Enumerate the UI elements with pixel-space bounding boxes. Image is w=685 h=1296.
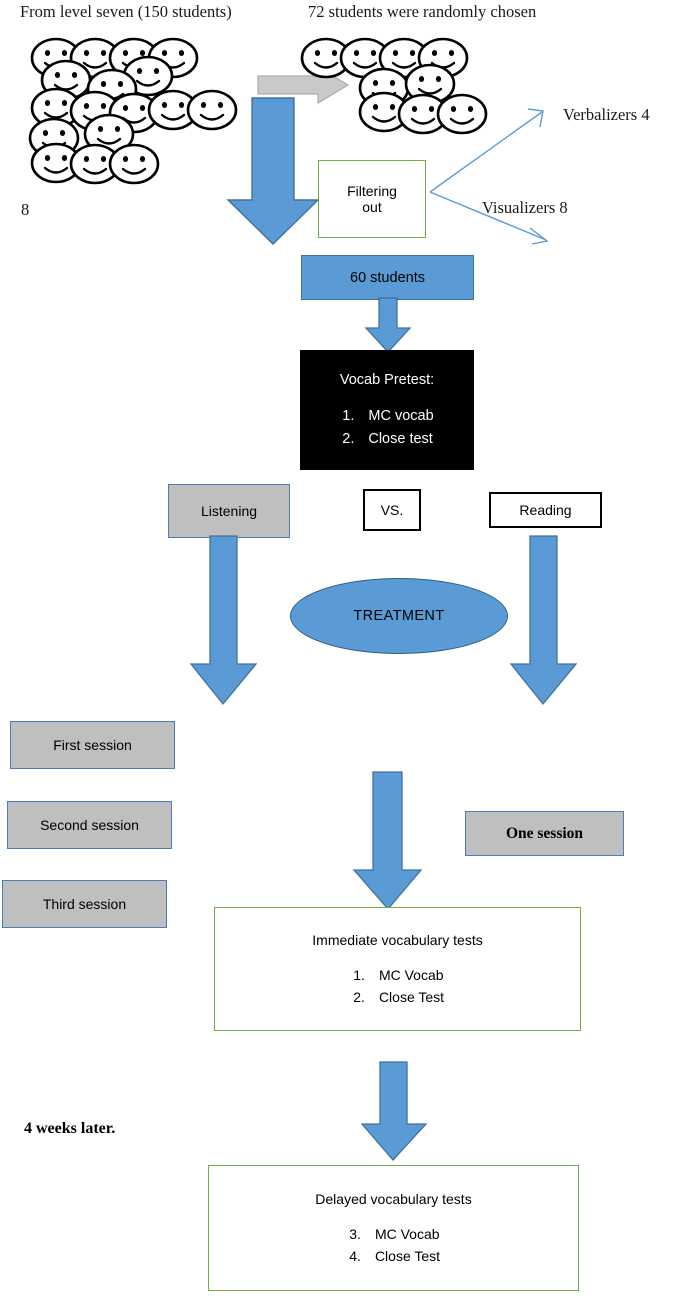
thin-diagonal-arrows	[424, 100, 559, 245]
list-item-number: 1.	[353, 966, 365, 983]
list-item-text: Close test	[368, 430, 433, 447]
treatment-label: TREATMENT	[353, 608, 445, 624]
third-session-label: Third session	[42, 896, 127, 912]
label-four-weeks-later: 4 weeks later.	[24, 1120, 116, 1137]
first-session-box[interactable]: First session	[10, 721, 175, 769]
list-item-text: Close Test	[378, 988, 445, 1005]
filtering-out-box[interactable]: Filtering out	[318, 160, 426, 238]
one-session-box[interactable]: One session	[465, 811, 624, 856]
list-item-number: 1.	[342, 408, 355, 425]
list-item-text: MC vocab	[368, 408, 434, 425]
label-count-eight: 8	[21, 200, 30, 219]
blue-down-arrow-to-pretest	[362, 297, 414, 354]
delayed-tests-title: Delayed vocabulary tests	[315, 1190, 472, 1207]
delayed-tests-box[interactable]: Delayed vocabulary tests 3. MC Vocab 4. …	[208, 1165, 579, 1291]
label-verbalizers: Verbalizers 4	[563, 105, 650, 124]
reading-box[interactable]: Reading	[489, 492, 602, 528]
treatment-ellipse[interactable]: TREATMENT	[290, 578, 508, 654]
listening-box[interactable]: Listening	[168, 484, 290, 538]
immediate-tests-box[interactable]: Immediate vocabulary tests 1. MC Vocab 2…	[214, 907, 581, 1031]
vocab-pretest-title: Vocab Pretest:	[339, 371, 435, 388]
vocab-pretest-box[interactable]: Vocab Pretest: 1. MC vocab 2. Close test	[300, 350, 474, 470]
list-item: 2. Close Test	[351, 987, 444, 1009]
filtering-out-label-line1: Filtering	[347, 183, 397, 199]
sixty-students-box[interactable]: 60 students	[301, 255, 474, 300]
list-item-number: 4.	[349, 1247, 361, 1264]
heading-left-population: From level seven (150 students)	[20, 2, 232, 21]
list-item: 2. Close test	[340, 428, 433, 450]
smiley-cluster-left	[16, 36, 246, 185]
heading-right-sample: 72 students were randomly chosen	[308, 2, 537, 21]
second-session-box[interactable]: Second session	[7, 801, 172, 849]
list-item-text: MC Vocab	[374, 1225, 440, 1242]
sixty-students-label: 60 students	[350, 269, 425, 286]
third-session-box[interactable]: Third session	[2, 880, 167, 928]
label-visualizers: Visualizers 8	[482, 198, 568, 217]
filtering-out-label-line2: out	[362, 199, 382, 215]
blue-down-arrow-to-delayed	[360, 1061, 432, 1162]
list-item: 1. MC Vocab	[351, 965, 444, 987]
blue-down-arrow-to-immediate	[352, 771, 428, 912]
versus-box[interactable]: VS.	[363, 489, 421, 531]
blue-down-arrow-reading	[509, 535, 590, 708]
list-item: 4. Close Test	[347, 1246, 440, 1268]
versus-label: VS.	[380, 502, 404, 518]
list-item-text: Close Test	[374, 1247, 441, 1264]
list-item: 3. MC Vocab	[347, 1224, 440, 1246]
immediate-tests-list: 1. MC Vocab 2. Close Test	[351, 965, 444, 1008]
listening-label: Listening	[200, 503, 258, 519]
blue-down-arrow-to-sixty	[222, 96, 332, 248]
list-item-text: MC Vocab	[378, 966, 444, 983]
vocab-pretest-list: 1. MC vocab 2. Close test	[340, 405, 433, 450]
one-session-label: One session	[505, 824, 584, 842]
list-item: 1. MC vocab	[340, 405, 433, 427]
list-item-number: 2.	[342, 430, 355, 447]
first-session-label: First session	[53, 737, 132, 753]
blue-down-arrow-listening	[189, 535, 270, 708]
delayed-tests-list: 3. MC Vocab 4. Close Test	[347, 1224, 440, 1267]
reading-label: Reading	[519, 502, 572, 518]
immediate-tests-title: Immediate vocabulary tests	[312, 931, 483, 948]
second-session-label: Second session	[40, 817, 139, 833]
list-item-number: 3.	[349, 1225, 361, 1242]
list-item-number: 2.	[353, 988, 365, 1005]
